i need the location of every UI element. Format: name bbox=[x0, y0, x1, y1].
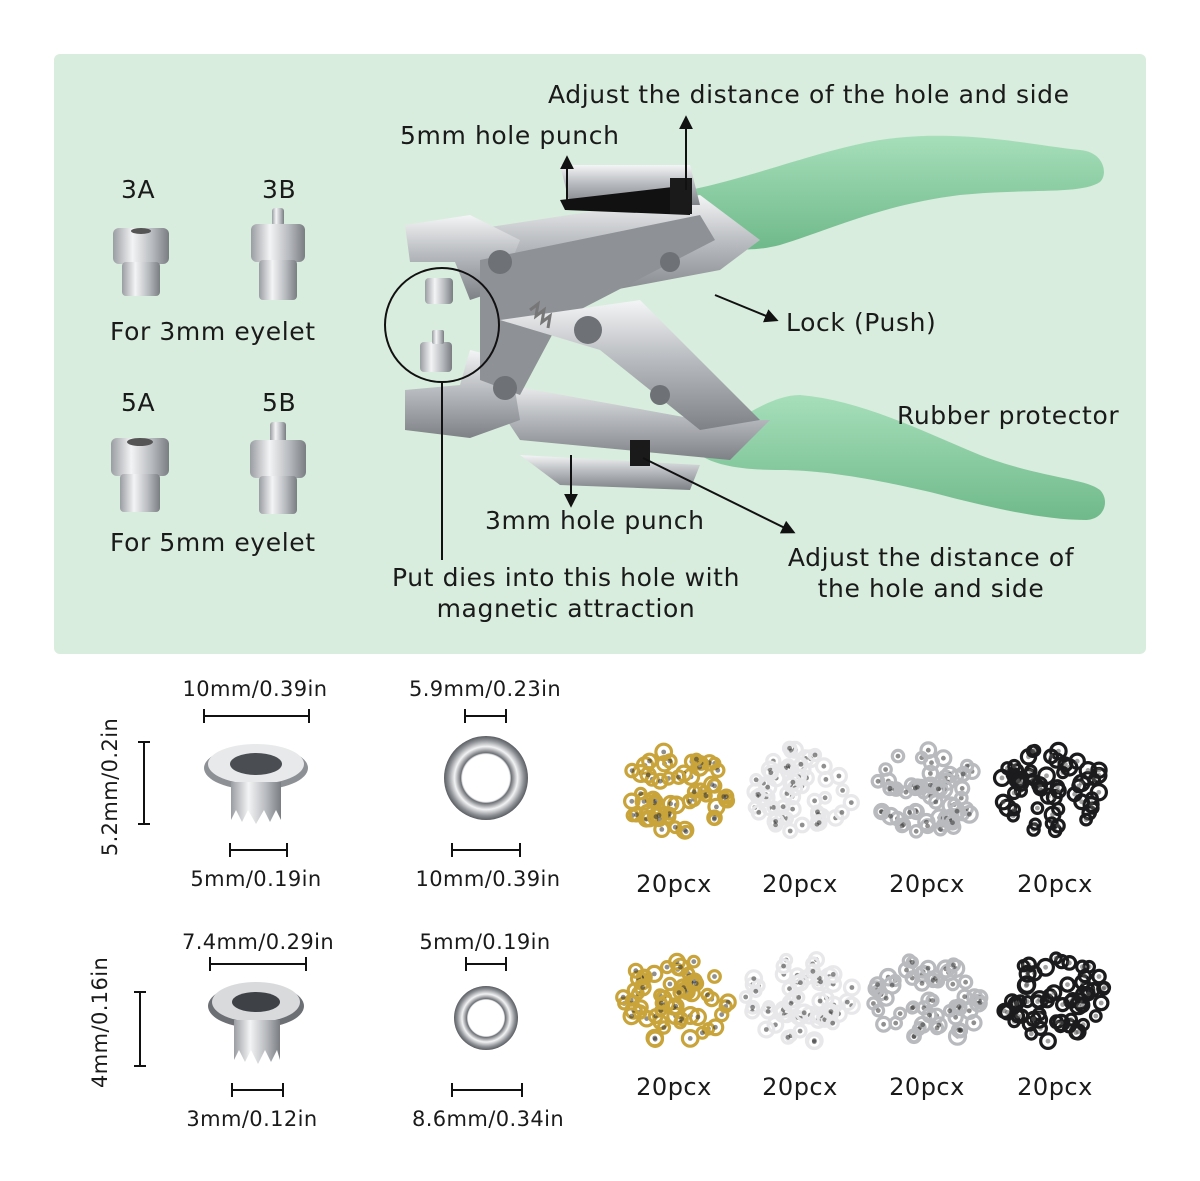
small-washer-inner: 5mm/0.19in bbox=[419, 930, 551, 954]
die-5b-label: 5B bbox=[262, 388, 297, 417]
put-dies-label-1: Put dies into this hole with bbox=[391, 563, 741, 592]
washer-small bbox=[454, 986, 518, 1050]
pile-count-r2-4: 20pcx bbox=[1017, 1073, 1093, 1101]
adjust-bottom-label-2: the hole and side bbox=[817, 574, 1045, 603]
large-bottom-width: 5mm/0.19in bbox=[190, 867, 322, 891]
die-5a-label: 5A bbox=[121, 388, 156, 417]
large-washer-outer: 10mm/0.39in bbox=[415, 867, 561, 891]
die-5b bbox=[250, 422, 306, 514]
lock-label: Lock (Push) bbox=[786, 308, 937, 337]
die-3b bbox=[251, 208, 305, 300]
rubber-protector-label: Rubber protector bbox=[897, 401, 1120, 430]
eyelet-pile-r1-1 bbox=[622, 742, 736, 840]
dimension-lines bbox=[134, 709, 523, 1097]
annotation-lines bbox=[441, 115, 796, 560]
pile-count-r2-3: 20pcx bbox=[889, 1073, 965, 1101]
eyelet-large bbox=[204, 744, 308, 824]
washer-large bbox=[444, 736, 528, 820]
pile-count-r2-1: 20pcx bbox=[636, 1073, 712, 1101]
small-height: 4mm/0.16in bbox=[88, 956, 112, 1088]
eyelet-pile-r1-4 bbox=[992, 741, 1109, 839]
large-height: 5.2mm/0.2in bbox=[98, 717, 122, 857]
adjust-bottom-label-1: Adjust the distance of bbox=[787, 543, 1075, 572]
for-3mm-label: For 3mm eyelet bbox=[110, 317, 316, 346]
die-5a bbox=[111, 438, 169, 512]
hole-5mm-label: 5mm hole punch bbox=[400, 121, 620, 150]
pile-count-r1-1: 20pcx bbox=[636, 870, 712, 898]
small-top-width: 7.4mm/0.29in bbox=[181, 930, 335, 954]
die-3a bbox=[113, 228, 169, 296]
eyelet-pile-r2-4 bbox=[996, 951, 1112, 1050]
pile-count-r1-3: 20pcx bbox=[889, 870, 965, 898]
large-washer-inner: 5.9mm/0.23in bbox=[408, 677, 562, 701]
eyelet-small bbox=[208, 982, 304, 1064]
eyelet-pile-r2-3 bbox=[866, 953, 989, 1046]
small-bottom-width: 3mm/0.12in bbox=[186, 1107, 318, 1131]
eyelet-piles bbox=[615, 740, 1112, 1051]
pile-count-r1-4: 20pcx bbox=[1017, 870, 1093, 898]
die-3b-label: 3B bbox=[262, 175, 297, 204]
die-3a-label: 3A bbox=[121, 175, 156, 204]
for-5mm-label: For 5mm eyelet bbox=[110, 528, 316, 557]
eyelet-pile-r1-2 bbox=[746, 740, 860, 839]
eyelet-pile-r2-1 bbox=[615, 952, 737, 1048]
eyelet-pile-r2-2 bbox=[738, 951, 861, 1051]
small-washer-outer: 8.6mm/0.34in bbox=[411, 1107, 565, 1131]
adjust-top-label: Adjust the distance of the hole and side bbox=[548, 80, 1070, 109]
pile-count-r2-2: 20pcx bbox=[762, 1073, 838, 1101]
hole-3mm-label: 3mm hole punch bbox=[485, 506, 705, 535]
pliers bbox=[405, 135, 1105, 520]
pile-count-r1-2: 20pcx bbox=[762, 870, 838, 898]
eyelet-pile-r1-3 bbox=[870, 741, 981, 839]
large-top-width: 10mm/0.39in bbox=[182, 677, 328, 701]
put-dies-label-2: magnetic attraction bbox=[436, 594, 696, 623]
